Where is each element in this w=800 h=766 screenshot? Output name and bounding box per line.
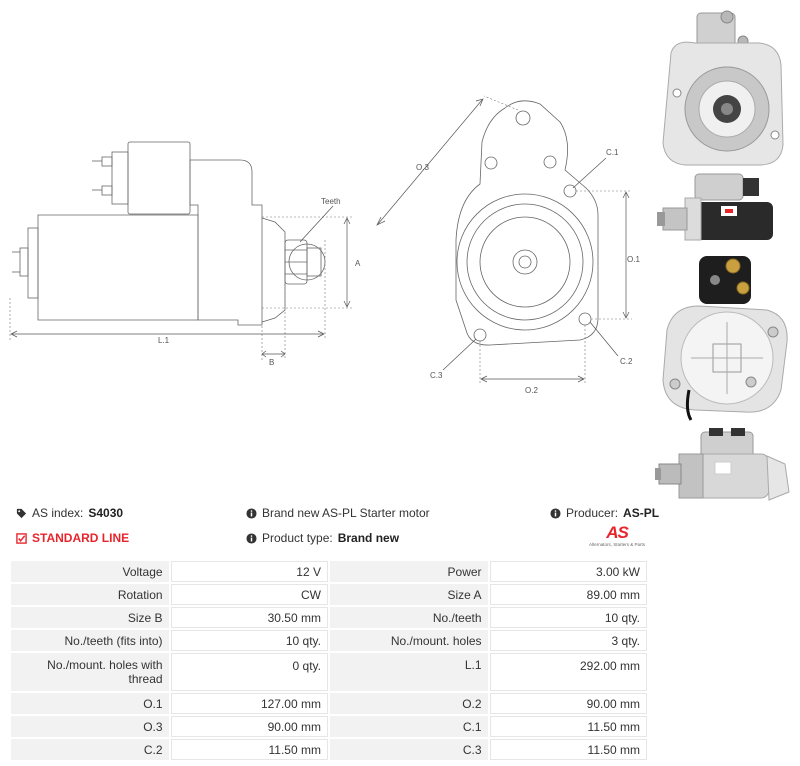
spec-label: O.3 [11,716,169,737]
spec-value: 30.50 mm [170,607,328,628]
product-type-value: Brand new [337,531,400,545]
dim-c2-label: C.2 [620,357,633,366]
as-index: AS index: S4030 [16,506,123,520]
spec-label: No./mount. holes [329,630,488,651]
spec-value: 90.00 mm [170,716,328,737]
spec-label: Size A [329,584,488,605]
dim-b-label: B [269,358,274,367]
spec-value: 3.00 kW [489,561,647,582]
as-index-label: AS index: [32,506,84,520]
spec-value: 11.50 mm [489,716,647,737]
logo-tagline: Alternators, Starters & Parts [588,542,646,547]
spec-label: O.1 [11,693,169,714]
spec-label: Size B [11,607,169,628]
spec-value: CW [170,584,328,605]
dim-c1-label: C.1 [606,148,619,157]
producer-label: Producer: [566,506,619,520]
description-text: Brand new AS-PL Starter motor [262,506,430,520]
dim-o1-label: O.1 [627,255,640,264]
photo-front-view[interactable] [655,5,795,170]
producer-logo[interactable]: AS Alternators, Starters & Parts [584,524,650,554]
info-circle-icon [550,507,561,519]
spec-value: 90.00 mm [489,693,647,714]
product-info-header: AS index: S4030 STANDARD LINE Brand new … [0,500,660,555]
table-row: No./teeth (fits into)10 qty.No./mount. h… [11,630,647,651]
info-circle-icon [246,532,257,544]
spec-label: C.2 [11,739,169,760]
as-index-value: S4030 [88,506,124,520]
check-square-icon [16,532,27,544]
spec-label: Voltage [11,561,169,582]
front-flange-outline [455,100,599,346]
spec-value: 11.50 mm [489,739,647,760]
spec-value: 10 qty. [170,630,328,651]
dim-c3-label: C.3 [430,371,443,380]
spec-value: 127.00 mm [170,693,328,714]
spec-label: No./teeth [329,607,488,628]
info-circle-icon [246,507,257,519]
photo-angle-view[interactable] [655,428,795,508]
dim-o2-label: O.2 [525,386,538,395]
logo-mark: AS [606,523,629,542]
tags-icon [16,508,27,518]
spec-value: 292.00 mm [489,653,647,691]
spec-label: O.2 [329,693,488,714]
spec-value: 10 qty. [489,607,647,628]
product-type: Product type: Brand new [246,531,399,545]
technical-drawings: Teeth A B L.1 O.3 C.1 [9,95,640,395]
producer-value: AS-PL [623,506,660,520]
spec-label: L.1 [329,653,488,691]
spec-value: 3 qty. [489,630,647,651]
dim-a-label: A [355,259,361,268]
spec-label: Rotation [11,584,169,605]
photo-side-view[interactable] [655,168,795,246]
spec-value: 89.00 mm [489,584,647,605]
spec-value: 0 qty. [170,653,328,691]
dim-l1-label: L.1 [158,336,170,345]
spec-label: No./teeth (fits into) [11,630,169,651]
spec-value: 11.50 mm [170,739,328,760]
motor-body-outline [37,214,199,321]
spec-label: Power [329,561,488,582]
spec-label: C.1 [329,716,488,737]
product-type-label: Product type: [262,531,333,545]
standard-line-text: STANDARD LINE [32,531,130,545]
product-photos [655,0,800,510]
spec-value: 12 V [170,561,328,582]
dim-o3-label: O.3 [416,163,429,172]
producer: Producer: AS-PL [550,506,659,520]
spec-label: No./mount. holes with thread [11,653,169,691]
standard-line-badge: STANDARD LINE [16,531,129,545]
photo-rear-view[interactable] [655,250,795,425]
solenoid-outline [127,141,191,215]
description: Brand new AS-PL Starter motor [246,506,430,520]
teeth-label: Teeth [321,197,341,206]
spec-label: C.3 [329,739,488,760]
